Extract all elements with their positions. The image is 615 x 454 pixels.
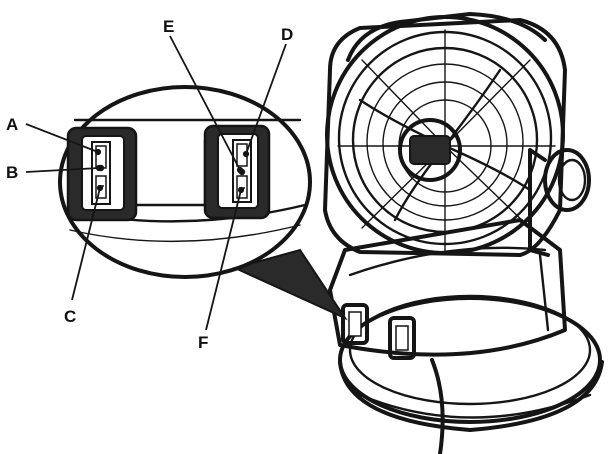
magnified-inset: A B C D E F: [6, 17, 348, 352]
callout-label-e: E: [163, 17, 174, 36]
housing-switch-slot-right: [388, 316, 416, 360]
inset-ellipse: [58, 85, 312, 279]
inset-panel: [63, 118, 307, 243]
fan-handle: [346, 12, 547, 62]
callout-label-f: F: [198, 333, 208, 352]
power-cord: [430, 358, 445, 454]
left-switch-housing: [66, 126, 138, 222]
leader-d: [245, 43, 287, 155]
inset-pointer: [232, 248, 348, 321]
fan-base: [338, 294, 604, 432]
right-switch-housing: [203, 124, 271, 220]
fan-illustration: [323, 12, 604, 454]
callout-label-d: D: [281, 25, 293, 44]
housing-switch-slot-left: [341, 303, 369, 345]
leader-c: [71, 187, 101, 301]
leader-e: [169, 35, 241, 171]
fan-grille: [323, 15, 567, 257]
leader-b: [25, 167, 100, 173]
leader-a: [25, 123, 99, 153]
fan-hub-badge: [398, 118, 462, 182]
callout-label-c: C: [64, 307, 76, 326]
callout-label-b: B: [6, 163, 18, 182]
callout-leaders: [25, 35, 287, 331]
callout-label-a: A: [6, 115, 18, 134]
leader-f: [205, 189, 242, 331]
